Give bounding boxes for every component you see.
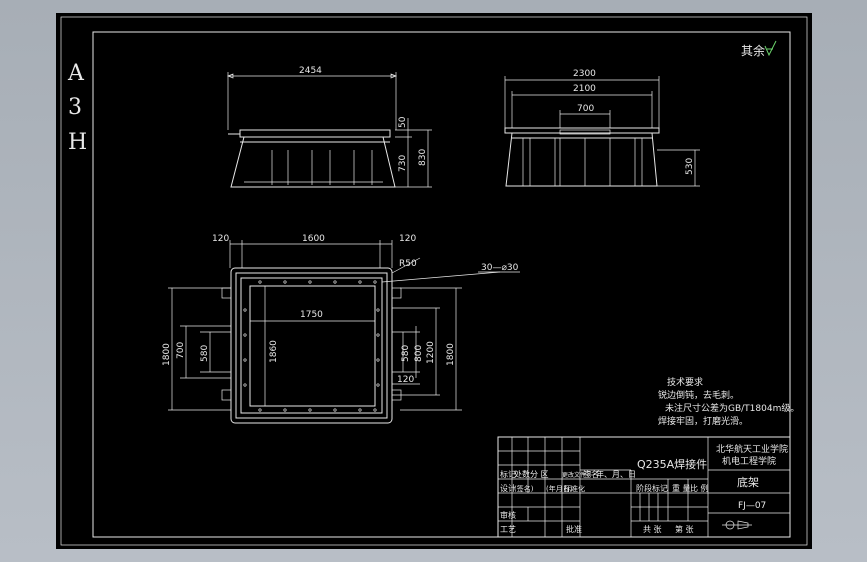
roughness-note: 其余 bbox=[741, 43, 765, 58]
tb-shenhe: 审核 bbox=[500, 510, 516, 520]
drawing-sheet bbox=[56, 13, 812, 549]
tb-school-2: 机电工程学院 bbox=[722, 455, 776, 467]
tech-heading: 技术要求 bbox=[667, 376, 703, 388]
roughness-symbol-icon bbox=[764, 40, 777, 57]
dim-front-830: 830 bbox=[418, 149, 428, 166]
tb-biaoji: 标记 bbox=[500, 469, 516, 479]
tb-fenqu: 分 区 bbox=[530, 470, 549, 479]
dim-plan-700: 700 bbox=[176, 342, 186, 359]
tb-sheji: 设计 bbox=[500, 483, 516, 493]
dim-plan-120-left: 120 bbox=[212, 234, 229, 244]
dim-plan-800: 800 bbox=[414, 345, 424, 362]
dim-plan-120-right: 120 bbox=[399, 234, 416, 244]
tb-material: Q235A焊接件 bbox=[637, 457, 707, 471]
tech-line-3: 焊接牢固，打磨光滑。 bbox=[658, 415, 748, 427]
dim-plan-holes: 30—⌀30 bbox=[481, 263, 519, 273]
plan-view: 120 1600 120 bbox=[162, 234, 520, 424]
dim-side-2100: 2100 bbox=[573, 84, 596, 94]
tb-chushu: 处数 bbox=[514, 469, 530, 479]
dim-plan-1750: 1750 bbox=[300, 310, 323, 320]
dim-side-530: 530 bbox=[685, 158, 695, 175]
dim-side-2300: 2300 bbox=[573, 69, 596, 79]
tb-nianyueri2: (年月日) bbox=[546, 484, 573, 493]
tb-gengai: 更改文件号 bbox=[562, 471, 592, 479]
tb-dizhang: 第 张 bbox=[675, 524, 694, 534]
dim-plan-120-offset: 120 bbox=[397, 375, 414, 385]
side-view: 2300 2100 700 530 bbox=[504, 69, 700, 187]
tb-gongzhang: 共 张 bbox=[643, 525, 662, 534]
front-view: 2454 50 730 830 bbox=[227, 66, 432, 188]
dim-front-730: 730 bbox=[398, 155, 408, 172]
bolt-holes bbox=[243, 280, 380, 412]
dim-plan-1800-right: 1800 bbox=[446, 343, 456, 366]
tb-pizhun: 批准 bbox=[566, 524, 582, 534]
dim-side-700: 700 bbox=[577, 104, 594, 114]
tb-gongyi: 工艺 bbox=[500, 525, 516, 534]
tech-line-2: 未注尺寸公差为GB/T1804m级。 bbox=[665, 402, 799, 414]
dim-plan-1200: 1200 bbox=[426, 341, 436, 364]
dim-plan-1800-left: 1800 bbox=[162, 343, 172, 366]
dim-plan-r50: R50 bbox=[399, 259, 417, 269]
tb-drawing-code: FJ—07 bbox=[738, 501, 766, 511]
tb-biaozhunhua: 标准化 bbox=[564, 484, 585, 493]
tb-jieduan: 阶段标记 bbox=[636, 483, 668, 493]
tech-line-1: 锐边倒钝，去毛刺。 bbox=[658, 389, 739, 401]
outer-border bbox=[60, 16, 808, 546]
tb-drawing-name: 底架 bbox=[737, 475, 759, 489]
dim-front-2454: 2454 bbox=[299, 66, 322, 76]
dim-plan-580-right: 580 bbox=[401, 345, 411, 362]
tb-zhongliang: 重 量 bbox=[672, 483, 691, 493]
title-block: Q235A焊接件 北华航天工业学院 机电工程学院 底架 FJ—07 标记 处数 … bbox=[497, 436, 791, 538]
format-label-3: 3 bbox=[68, 95, 82, 120]
dim-plan-1600: 1600 bbox=[302, 234, 325, 244]
format-label-h: H bbox=[68, 130, 87, 155]
tb-qianming2: (签名) bbox=[514, 484, 534, 493]
tech-requirements: 技术要求 锐边倒钝，去毛刺。 未注尺寸公差为GB/T1804m级。 焊接牢固，打… bbox=[658, 376, 799, 427]
tb-qianming: 签名 bbox=[583, 469, 599, 479]
dim-front-50: 50 bbox=[398, 116, 408, 128]
tb-school-1: 北华航天工业学院 bbox=[716, 443, 788, 455]
format-label-a: A bbox=[67, 61, 85, 86]
tb-nianyueri: 年、月、日 bbox=[596, 469, 636, 479]
dim-plan-580-left: 580 bbox=[200, 345, 210, 362]
tb-bili: 比 例 bbox=[690, 483, 709, 493]
dim-plan-1860: 1860 bbox=[269, 340, 279, 363]
inner-border bbox=[92, 31, 791, 538]
